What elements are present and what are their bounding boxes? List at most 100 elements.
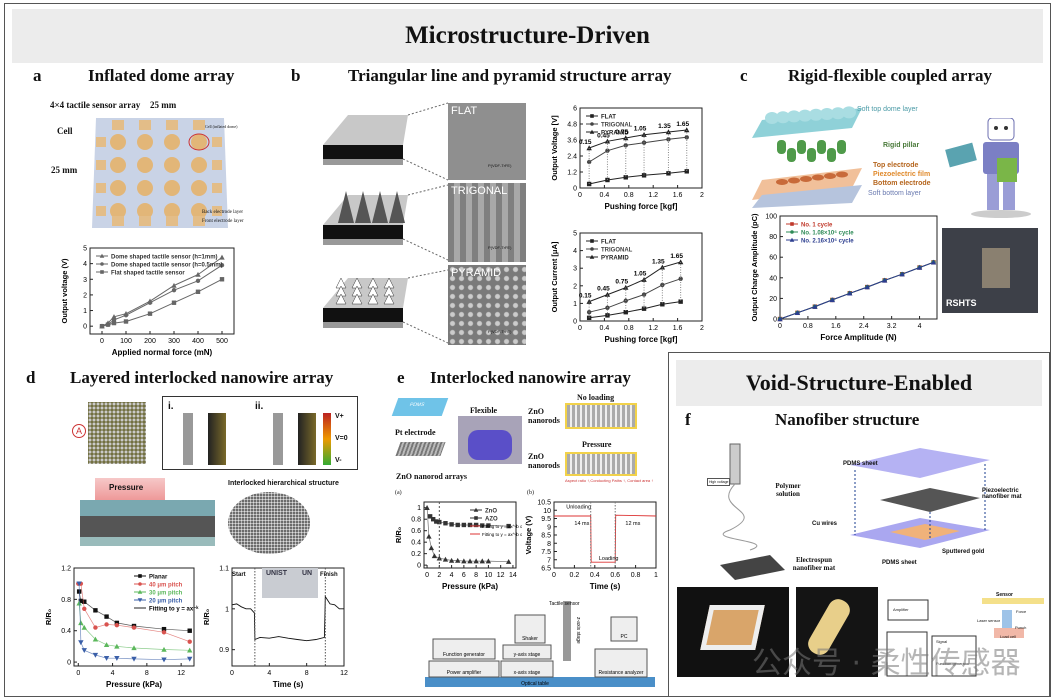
data-point (123, 313, 129, 318)
no-loading-label: No loading (577, 393, 615, 402)
sputtered-gold-label: Sputtered gold (942, 549, 985, 555)
x-tick-label: 1 (654, 572, 658, 579)
data-point (623, 310, 628, 315)
y-tick-label: 20 (769, 296, 777, 303)
series-line (588, 278, 681, 313)
film-label: P(VDF-TrFE) (488, 163, 512, 168)
zno-nanorods-label: ZnO nanorods (528, 407, 560, 425)
data-point (100, 262, 104, 266)
nanorod-array (395, 442, 446, 456)
x-tick-label: 10 (485, 572, 493, 579)
data-point (99, 323, 105, 329)
x-tick-label: 3.2 (887, 323, 897, 330)
pyramid (335, 293, 347, 305)
data-point (586, 181, 592, 187)
electrode-pad (212, 206, 222, 216)
pressure-label: Pressure (109, 483, 144, 492)
series-line (589, 301, 681, 319)
cell-highlight (188, 133, 210, 151)
cell-detail-label: Cell (inflated dome) (205, 124, 238, 129)
series-TRIGONAL (586, 135, 689, 165)
y-tick-label: 10 (543, 508, 551, 515)
pillar (837, 140, 846, 154)
electrode-dot (800, 176, 812, 182)
electrode-pad (193, 216, 205, 226)
electrospinning-diagram (720, 443, 990, 580)
vminus-label: V- (335, 457, 342, 464)
x-axis-label: Pushing force [kgf] (605, 335, 678, 344)
x-tick-label: 0 (230, 670, 234, 677)
y-tick-label: 0.4 (411, 540, 421, 547)
force-annotation: 1.35 (652, 258, 665, 265)
data-point (666, 171, 671, 176)
legend-label: Dome shaped tactile sensor (h=1mm) (111, 255, 218, 261)
x-axis-label: Pressure (kPa) (106, 680, 162, 689)
x-tick-label: 8 (474, 572, 478, 579)
data-point (195, 289, 201, 294)
data-point (114, 643, 120, 649)
cu-wires-label: Cu wires (812, 521, 838, 527)
y-tick-label: 0 (83, 324, 87, 331)
y-axis-label: R/R₀ (44, 609, 53, 625)
flexible-label: Flexible (470, 406, 498, 415)
force-annotation: 0.15 (579, 139, 592, 146)
data-point (76, 600, 82, 606)
y-tick-label: 80 (769, 234, 777, 241)
amplifier-label: Amplifier (893, 607, 909, 612)
x-axis-label: Applied normal force (mN) (112, 348, 213, 357)
y-tick-label: 0.4 (61, 628, 71, 635)
data-point (114, 620, 120, 626)
y-tick-label: 1 (225, 606, 229, 613)
data-point (219, 277, 225, 282)
data-point (678, 299, 683, 304)
y-tick-label: 1 (83, 308, 87, 315)
data-point (812, 303, 818, 309)
zoom-line (407, 269, 448, 279)
logo-text: UNIST (266, 570, 287, 577)
y-tick-label: 1 (573, 301, 577, 308)
height-label: 25 mm (51, 165, 78, 175)
optical-table (425, 677, 655, 687)
block-base (323, 239, 403, 245)
data-point (187, 656, 193, 662)
nanorods-unloaded (565, 403, 637, 429)
data-point (455, 557, 461, 563)
film-label: P(VDF-TrFE) (488, 245, 512, 250)
series-20 μm pitch (76, 581, 193, 663)
legend-label: AZO (485, 517, 498, 523)
electrode-pad (112, 120, 124, 130)
pc (610, 616, 638, 642)
force-annotation: 1.05 (634, 126, 647, 133)
z-stage-label: z-axis stage (575, 617, 581, 644)
electrode-pad (166, 216, 178, 226)
array-label: 4×4 tactile sensor array (50, 100, 141, 110)
data-point (790, 230, 794, 234)
data-point (426, 533, 432, 539)
logo-text: UN (302, 570, 313, 577)
gold-layer (890, 524, 960, 540)
resistance-analyzer-label: Resistance analyzer (598, 670, 643, 676)
electrode-pad (212, 160, 222, 170)
tactile-label: Tactile sensor (549, 601, 580, 607)
y-tick-label: 6 (573, 106, 577, 113)
data-point (623, 143, 628, 148)
plot-frame (89, 247, 235, 335)
data-point (81, 624, 87, 630)
y-tick-label: 0.2 (411, 551, 421, 558)
y-tick-label: 3 (83, 277, 87, 284)
legend-label: No. 1 cycle (801, 223, 833, 229)
y-axis-label: Output voltage (V) (60, 258, 69, 323)
resistance-analyzer (594, 648, 648, 678)
electrode-dot (812, 174, 824, 181)
block-top (323, 115, 408, 145)
force-label: Force (1016, 609, 1027, 614)
y-tick-label: 6.5 (541, 566, 551, 573)
electrode-pad (166, 120, 178, 130)
y-tick-label: 1.1 (219, 566, 229, 573)
